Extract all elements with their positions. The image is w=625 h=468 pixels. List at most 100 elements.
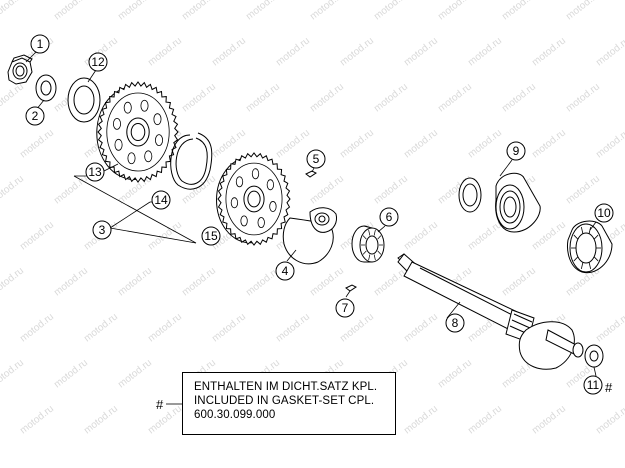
callout-5: 5 [306,149,326,169]
watermark-text: motod.ru [308,81,346,114]
watermark-text: motod.ru [146,35,184,68]
watermark-text: motod.ru [500,0,538,22]
callout-label-15: 15 [204,229,218,243]
watermark-text: motod.ru [338,127,376,160]
part-1-hex-nut [7,54,33,85]
part-gear-wheel-2 [216,152,291,246]
watermark-text: motod.ru [372,0,410,22]
callout-3: 3 [92,220,112,240]
part-8-balancer-shaft [397,253,584,370]
callout-label-13: 13 [88,165,102,179]
callout-1: 1 [30,34,50,54]
part-10-roller-bearing [567,220,613,274]
watermark-text: motod.ru [274,311,312,344]
callout-12: 12 [88,52,108,72]
watermark-text: motod.ru [402,35,440,68]
watermark-text: motod.ru [18,127,56,160]
watermark-text: motod.ru [244,0,282,22]
watermark-text: motod.ru [0,173,26,206]
watermark-text: motod.ru [564,0,602,22]
watermark-text: motod.ru [402,219,440,252]
watermark-text: motod.ru [372,173,410,206]
watermark-text: motod.ru [466,403,504,436]
watermark-text: motod.ru [530,219,568,252]
part-5-key [305,170,317,178]
callout-label-2: 2 [32,109,39,123]
watermark-text: motod.ru [146,403,184,436]
callout-label-6: 6 [386,210,393,224]
callout-9: 9 [506,141,526,161]
watermark-text: motod.ru [18,403,56,436]
callout-14: 14 [151,190,171,210]
part-6-needle-bearing [351,225,385,263]
watermark-text: motod.ru [52,0,90,22]
part-11-note-marker: # [605,380,613,395]
note-line-german: ENTHALTEN IM DICHT.SATZ KPL. [194,381,378,393]
callout-4: 4 [275,261,295,281]
watermark-text: motod.ru [18,219,56,252]
watermark-text: motod.ru [116,265,154,298]
callout-label-11: 11 [587,378,600,392]
watermark-text: motod.ru [52,265,90,298]
callout-15: 15 [201,226,221,246]
watermark-text: motod.ru [180,265,218,298]
watermark-text: motod.ru [372,265,410,298]
watermark-text: motod.ru [146,311,184,344]
watermark-text: motod.ru [308,173,346,206]
callout-11: 11 [583,375,603,395]
callout-label-12: 12 [91,55,105,69]
watermark-text: motod.ru [436,81,474,114]
gasket-set-note: ENTHALTEN IM DICHT.SATZ KPL. INCLUDED IN… [182,372,396,435]
watermark-text: motod.ru [466,127,504,160]
watermark-text: motod.ru [180,173,218,206]
note-line-english: INCLUDED IN GASKET-SET CPL. [194,395,375,407]
watermark-text: motod.ru [0,0,26,22]
watermark-text: motod.ru [146,219,184,252]
watermark-text: motod.ru [402,127,440,160]
part-11-washer [584,344,604,368]
watermark-text: motod.ru [82,311,120,344]
callout-10: 10 [594,203,614,223]
callout-7: 7 [335,298,355,318]
watermark-text: motod.ru [530,127,568,160]
watermark-text: motod.ru [594,127,625,160]
callout-label-9: 9 [513,144,520,158]
watermark-text: motod.ru [116,0,154,22]
watermark-text: motod.ru [466,219,504,252]
watermark-text: motod.ru [338,35,376,68]
watermark-text: motod.ru [210,311,248,344]
callout-label-3: 3 [99,223,106,237]
watermark-text: motod.ru [52,357,90,390]
part-4-balancer-weight [282,207,337,265]
watermark-text: motod.ru [210,127,248,160]
watermark-text: motod.ru [402,311,440,344]
watermark-text: motod.ru [500,265,538,298]
watermark-text: motod.ru [116,357,154,390]
callout-label-14: 14 [154,193,168,207]
watermark-text: motod.ru [0,357,26,390]
part-9-ball-bearing [458,172,541,233]
watermark-text: motod.ru [0,81,26,114]
watermark-text: motod.ru [402,403,440,436]
part-7-key [345,284,357,292]
leader-lines [25,51,597,405]
watermark-text: motod.ru [308,0,346,22]
note-marker: # [156,397,164,412]
watermark-text: motod.ru [564,173,602,206]
watermark-text: motod.ru [436,0,474,22]
callout-label-10: 10 [597,206,611,220]
watermark-text: motod.ru [0,265,26,298]
callout-2: 2 [25,106,45,126]
watermark-text: motod.ru [530,403,568,436]
watermark-text: motod.ru [180,0,218,22]
callout-6: 6 [379,207,399,227]
callout-label-4: 4 [282,264,289,278]
watermark-text: motod.ru [274,35,312,68]
note-line-part-number: 600.30.099.000 [194,409,276,421]
callout-8: 8 [445,313,465,333]
callout-label-1: 1 [37,37,44,51]
watermark-text: motod.ru [82,403,120,436]
watermark-text: motod.ru [594,35,625,68]
